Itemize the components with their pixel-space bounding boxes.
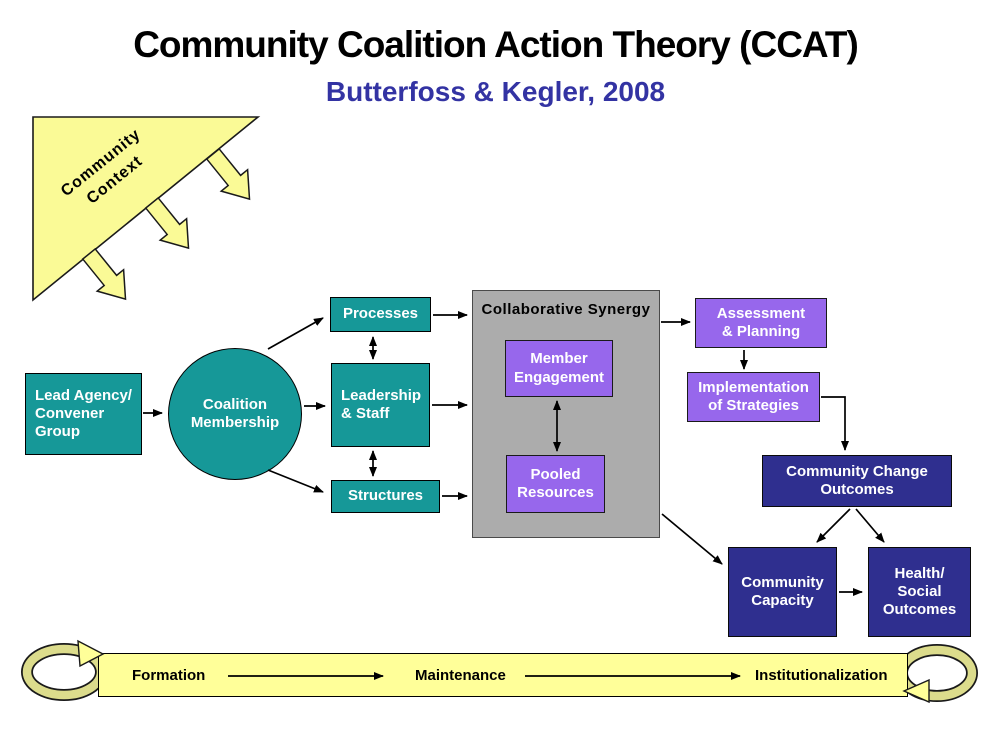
arrow-membership-to-processes bbox=[267, 317, 324, 350]
lead-agency-box: Lead Agency/ Convener Group bbox=[25, 373, 142, 455]
pooled-resources-box: Pooled Resources bbox=[506, 455, 605, 513]
arrow-implementation-to-change bbox=[821, 396, 849, 451]
context-influence-arrow bbox=[81, 247, 127, 301]
arrow-change-to-capacity bbox=[816, 508, 851, 543]
page-subtitle: Butterfoss & Kegler, 2008 bbox=[325, 76, 666, 107]
community-context-label: Community Context bbox=[57, 125, 146, 208]
page-title: Community Coalition Action Theory (CCAT) bbox=[133, 24, 859, 65]
community-change-outcomes-box: Community Change Outcomes bbox=[762, 455, 952, 507]
arrow-change-to-health bbox=[855, 508, 885, 543]
leadership-staff-box: Leadership & Staff bbox=[331, 363, 430, 447]
context-influence-arrow bbox=[205, 147, 251, 201]
community-capacity-box: Community Capacity bbox=[728, 547, 837, 637]
member-engagement-box: Member Engagement bbox=[505, 340, 613, 397]
stage-institutionalization: Institutionalization bbox=[755, 666, 888, 684]
assessment-planning-box: Assessment & Planning bbox=[695, 298, 827, 348]
context-influence-arrow bbox=[144, 196, 190, 250]
cycle-loop-left bbox=[21, 643, 107, 701]
stage-maintenance: Maintenance bbox=[415, 666, 506, 684]
coalition-membership-circle: Coalition Membership bbox=[168, 348, 302, 480]
implementation-strategies-box: Implementation of Strategies bbox=[687, 372, 820, 422]
cycle-loop-right bbox=[896, 644, 978, 702]
arrow-synergy-to-capacity bbox=[661, 513, 723, 565]
structures-box: Structures bbox=[331, 480, 440, 513]
health-social-outcomes-box: Health/ Social Outcomes bbox=[868, 547, 971, 637]
stages-banner: Formation Maintenance Institutionalizati… bbox=[98, 653, 908, 697]
processes-box: Processes bbox=[330, 297, 431, 332]
stage-formation: Formation bbox=[132, 666, 206, 684]
collaborative-synergy-title: Collaborative Synergy bbox=[481, 301, 651, 318]
arrow-membership-to-structures bbox=[267, 469, 324, 493]
